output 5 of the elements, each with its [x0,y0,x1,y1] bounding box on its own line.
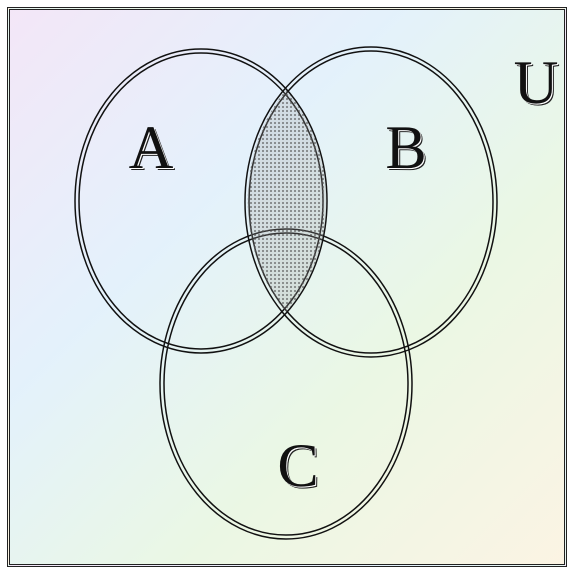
set-label: C [277,435,319,497]
set-label: U [514,52,558,114]
set-label: B [385,117,427,179]
set-label: A [128,117,174,179]
universe-rectangle [7,7,567,567]
